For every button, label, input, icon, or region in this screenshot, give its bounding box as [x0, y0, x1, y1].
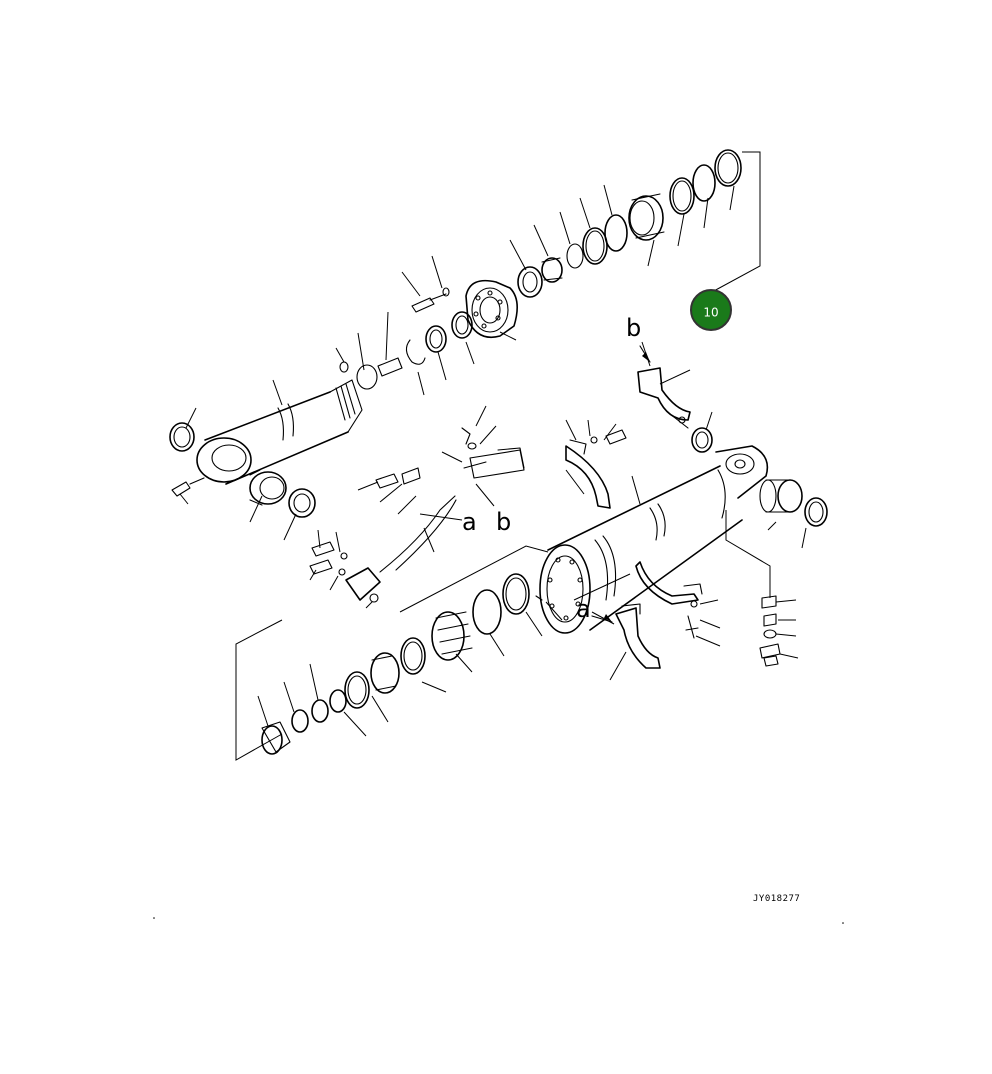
badge-label: 10: [703, 306, 718, 320]
rod-nut-group: [339, 311, 473, 390]
callout-b-upper: b: [626, 314, 641, 342]
leader-lines-top: [179, 151, 761, 541]
callout-b-lower: b: [496, 508, 511, 536]
scan-dot-left: [153, 917, 155, 919]
piston-rod-group: [169, 379, 363, 518]
callout-a-lower: a: [576, 595, 591, 623]
piston-group: [235, 545, 549, 761]
head-seals: [517, 149, 742, 298]
cylinder-head: [411, 279, 518, 339]
fittings-right: [759, 595, 799, 667]
drawing-code: JY018277: [753, 894, 800, 904]
callout-a-upper: a: [462, 508, 477, 536]
cylinder-tube: [539, 427, 828, 634]
scan-dot-right: [842, 922, 844, 924]
clamps: [309, 367, 703, 669]
part-badge[interactable]: 10: [690, 289, 732, 331]
arrows: [591, 345, 651, 623]
